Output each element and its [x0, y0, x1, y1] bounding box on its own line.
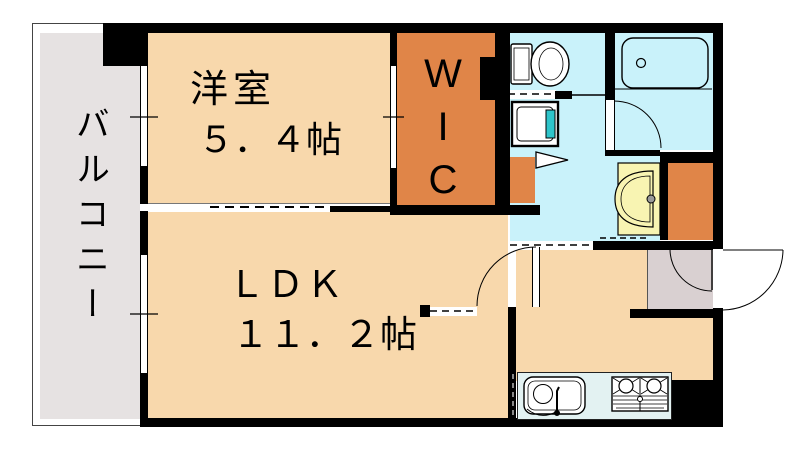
entrance-door-icon [722, 249, 784, 311]
wall [630, 309, 723, 318]
wic-label: WIC [421, 52, 465, 211]
gas-stove-icon [611, 376, 669, 412]
entrance-inner-door [669, 248, 713, 292]
toilet-icon [510, 41, 570, 87]
wic-floor [397, 33, 495, 205]
entrance-door-opening [713, 249, 723, 308]
wall [660, 152, 723, 163]
wall [390, 205, 540, 215]
wall [390, 168, 397, 215]
bedroom-ldk-partition-wall [330, 206, 393, 212]
hall-door-leaf [532, 247, 540, 307]
wall [605, 150, 660, 156]
bathtub-icon [615, 37, 712, 90]
kitchen-sink-icon [523, 376, 586, 416]
storage-cabinet-floor [510, 157, 535, 203]
wall [508, 307, 516, 420]
wall [605, 33, 615, 100]
bedroom-label: 洋室 [190, 69, 277, 111]
wall [140, 418, 723, 427]
wall [140, 373, 148, 427]
ldk-size: １１．２帖 [232, 314, 417, 355]
balcony-label: バルコニー [70, 106, 109, 331]
toilet-sliding-door-band [505, 90, 556, 99]
cabinet-door-triangle [535, 151, 569, 169]
wall [480, 57, 505, 100]
bedroom-floor [148, 33, 390, 203]
wall [713, 23, 723, 249]
balcony-floor [40, 33, 140, 419]
washing-machine-pan-icon [510, 100, 560, 148]
bedroom-window [140, 66, 148, 166]
wall [420, 305, 430, 317]
wall [593, 241, 715, 250]
wall [660, 153, 668, 240]
wall [555, 91, 572, 99]
wall [672, 380, 723, 427]
window-tick-marks [130, 116, 404, 315]
bath-door-arc [613, 100, 662, 149]
bath-door-leaf [605, 100, 615, 150]
wall [140, 33, 148, 66]
hall-door-arc [476, 246, 537, 307]
bathroom-floor [615, 33, 713, 150]
wall-notch [140, 204, 148, 211]
bedroom-size: ５．４帖 [198, 119, 343, 160]
washbasin-icon [614, 162, 661, 236]
wall [390, 33, 397, 66]
ldk-label: ＬＤＫ [228, 264, 345, 305]
bedroom-ldk-partition-line [148, 203, 393, 204]
wall [103, 23, 723, 33]
wall [713, 308, 723, 427]
kitchen-floor [516, 309, 715, 381]
hall-sliding-door-band [430, 307, 477, 316]
entrance-floor [647, 248, 713, 309]
shoe-closet-floor [668, 155, 713, 240]
